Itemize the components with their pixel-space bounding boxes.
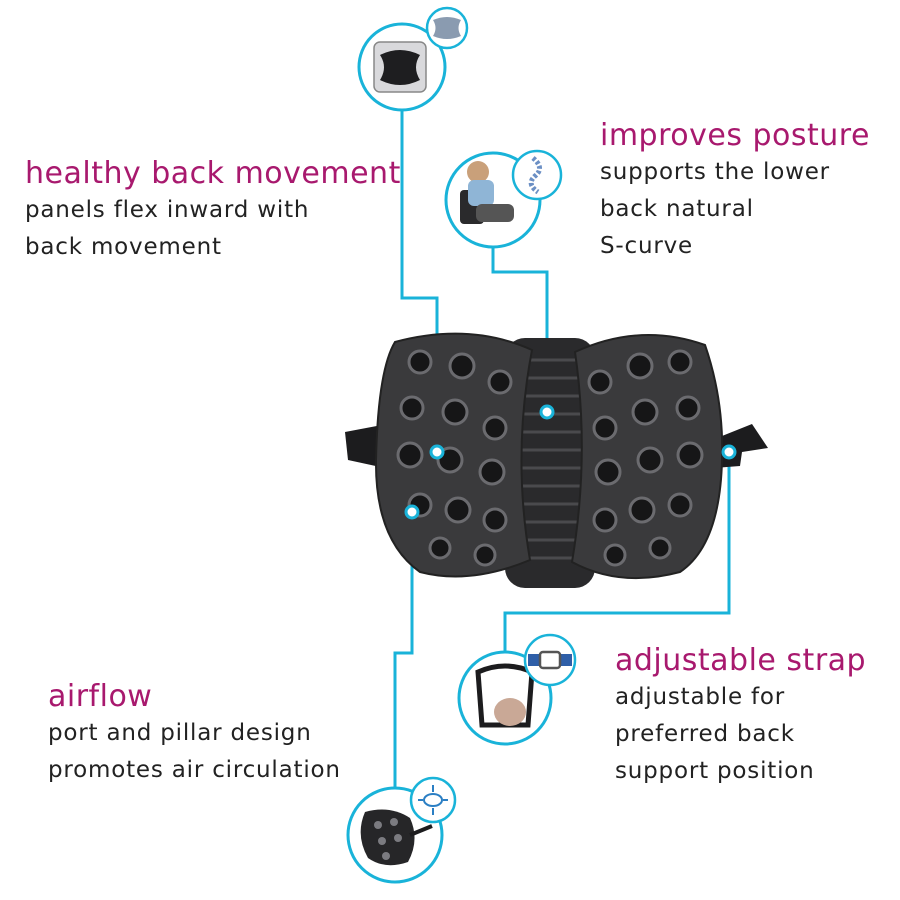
air-ports <box>396 349 704 567</box>
callout-strap <box>457 633 577 746</box>
feature-line: promotes air circulation <box>48 757 341 783</box>
callout-healthy-back <box>357 6 469 112</box>
feature-line: back movement <box>25 234 222 260</box>
airflow-arrows-icon <box>409 776 457 824</box>
feature-line: supports the lower <box>600 159 830 185</box>
feature-line: S-curve <box>600 233 693 259</box>
dot-healthy-back <box>429 444 445 460</box>
feature-line: adjustable for <box>615 684 786 710</box>
feature-airflow: airflow port and pillar design promotes … <box>48 679 341 789</box>
connector-dots <box>404 404 737 520</box>
connector-strap <box>503 452 731 662</box>
feature-line: panels flex inward with <box>25 197 310 223</box>
feature-healthy-back: healthy back movement panels flex inward… <box>25 156 401 266</box>
feature-strap: adjustable strap adjustable for preferre… <box>615 643 866 790</box>
dot-airflow <box>404 504 420 520</box>
left-strap <box>345 425 385 468</box>
spine-curve-icon <box>511 149 563 201</box>
spine-ribs <box>518 358 582 560</box>
callout-posture <box>444 149 563 249</box>
feature-posture: improves posture supports the lower back… <box>600 118 870 265</box>
feature-line: preferred back <box>615 721 795 747</box>
center-spine <box>505 338 595 588</box>
feature-heading: healthy back movement <box>25 156 401 191</box>
callout-airflow <box>346 776 457 884</box>
connector-airflow <box>393 512 414 800</box>
dot-posture <box>539 404 555 420</box>
feature-line: support position <box>615 758 815 784</box>
feature-heading: improves posture <box>600 118 870 153</box>
dot-strap <box>721 444 737 460</box>
feature-line: back natural <box>600 196 754 222</box>
feature-line: port and pillar design <box>48 720 312 746</box>
feature-heading: adjustable strap <box>615 643 867 678</box>
buckle-icon <box>523 633 577 687</box>
back-support-product <box>345 332 768 588</box>
feature-heading: airflow <box>48 679 153 714</box>
